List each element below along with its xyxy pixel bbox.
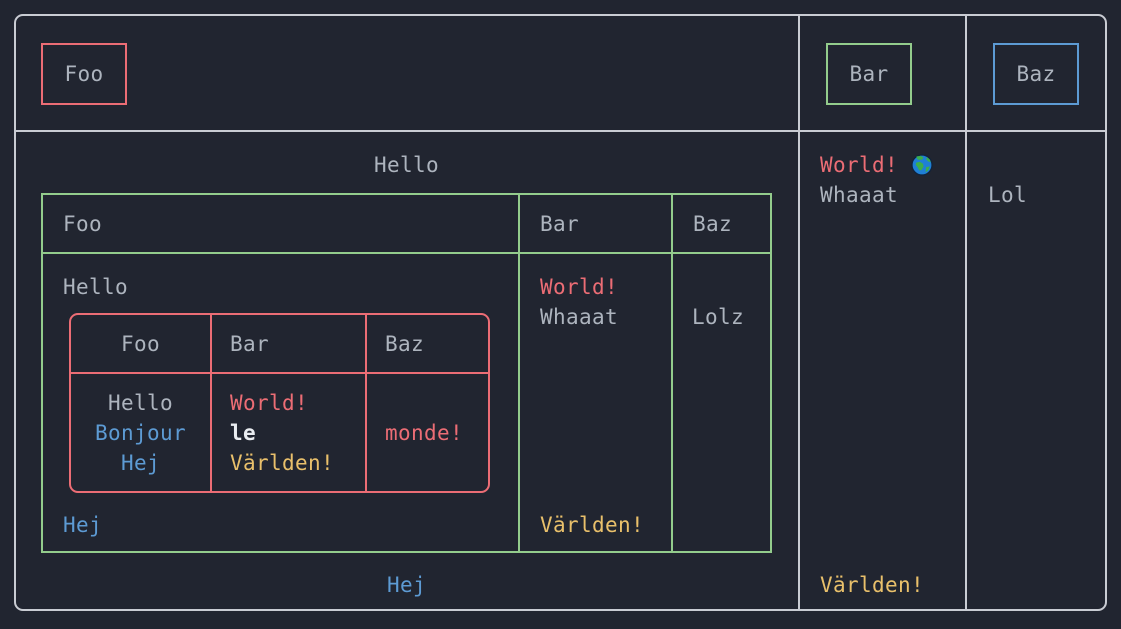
green-header-bar: Bar (520, 195, 673, 254)
red-bar-line2: le (230, 420, 256, 445)
foo-panel-label: Foo (64, 62, 104, 86)
outer-body-cell-baz: Lol (967, 132, 1105, 609)
red-foo-line2: Bonjour (95, 420, 186, 445)
outer-baz-line1: Lol (988, 183, 1027, 207)
outer-body-cell-bar: World! Whaaat Världen! (800, 132, 967, 609)
red-body-cell-baz: monde! (367, 374, 488, 491)
red-header-baz: Baz (367, 315, 488, 374)
red-foo-line3: Hej (121, 450, 160, 475)
green-bar-bottom-line: Världen! (540, 513, 644, 537)
red-foo-line1: Hello (108, 390, 173, 415)
outer-bar-world-text: World! (820, 153, 898, 177)
red-header-foo: Foo (71, 315, 212, 374)
green-table-caption: Hej (387, 573, 426, 597)
green-bar-line1: World! (540, 275, 618, 299)
green-bar-line2: Whaaat (540, 305, 618, 329)
bar-panel-label: Bar (849, 62, 889, 86)
green-header-foo: Foo (43, 195, 520, 254)
baz-panel: Baz (993, 43, 1079, 105)
red-nested-table: Foo Bar Baz Hello Bonjour Hej World! le … (69, 313, 490, 493)
green-foo-line-top: Hello (63, 275, 128, 299)
foo-panel: Foo (41, 43, 127, 105)
outer-header-cell-baz: Baz (967, 16, 1105, 132)
green-body-cell-baz: Lolz (673, 254, 770, 551)
outer-bar-top-lines: World! Whaaat (820, 150, 965, 210)
red-body-cell-bar: World! le Världen! (212, 374, 367, 491)
outer-header-cell-bar: Bar (800, 16, 967, 132)
green-nested-table: Foo Bar Baz Hello Foo Bar Baz Hello Bonj… (41, 193, 772, 553)
green-foo-line-bottom: Hej (63, 513, 102, 537)
red-bar-line1: World! (230, 390, 308, 415)
globe-icon (911, 154, 933, 176)
green-baz-line1: Lolz (692, 305, 744, 329)
green-body-cell-bar: World! Whaaat Världen! (520, 254, 673, 551)
outer-body-cell-foo: Hello Foo Bar Baz Hello Foo Bar Baz Hell… (16, 132, 800, 609)
outer-table: Foo Bar Baz Hello Foo Bar Baz Hello (14, 14, 1107, 611)
green-bar-top-lines: World! Whaaat (540, 272, 671, 332)
outer-bar-line1: World! (820, 150, 965, 180)
green-table-title: Hello (374, 153, 439, 177)
outer-bar-bottom-line: Världen! (820, 573, 924, 597)
red-header-bar: Bar (212, 315, 367, 374)
green-header-baz: Baz (673, 195, 770, 254)
baz-panel-label: Baz (1016, 62, 1056, 86)
green-body-cell-foo: Hello Foo Bar Baz Hello Bonjour Hej Worl… (43, 254, 520, 551)
bar-panel: Bar (826, 43, 912, 105)
red-body-cell-foo: Hello Bonjour Hej (71, 374, 212, 491)
outer-header-cell-foo: Foo (16, 16, 800, 132)
red-baz-line1: monde! (385, 420, 463, 445)
outer-bar-line2: Whaaat (820, 183, 898, 207)
red-bar-line3: Världen! (230, 450, 334, 475)
